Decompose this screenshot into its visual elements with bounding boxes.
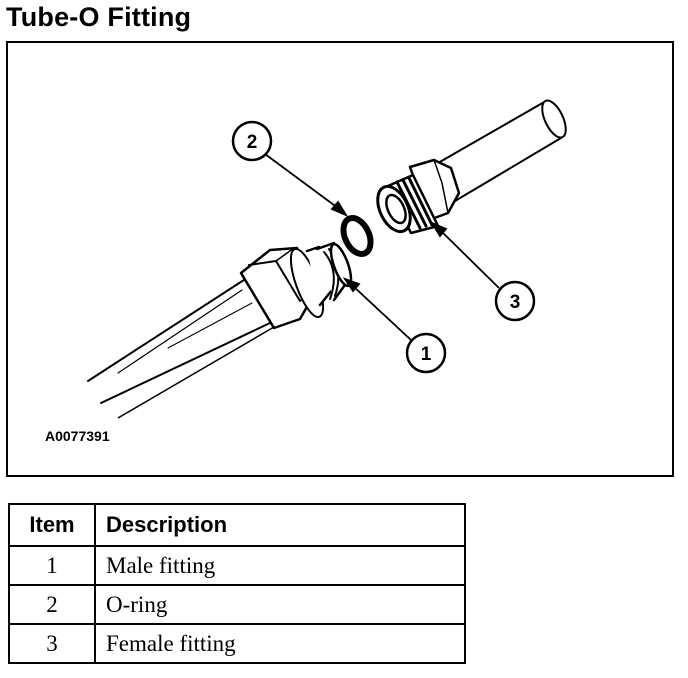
table-row: 3 Female fitting (8, 623, 466, 664)
column-header-description: Description (94, 503, 466, 547)
o-ring (340, 215, 374, 257)
svg-text:2: 2 (247, 132, 258, 153)
callout-3: 3 (494, 280, 536, 322)
male-fitting (87, 241, 353, 404)
table-header-row: Item Description (8, 503, 466, 547)
table-row: 2 O-ring (8, 584, 466, 625)
table-row: 1 Male fitting (8, 545, 466, 586)
legend-table: Item Description 1 Male fitting 2 O-ring… (8, 503, 466, 664)
column-header-item: Item (8, 503, 96, 547)
female-fitting (376, 99, 567, 235)
figure-id: A0077391 (45, 428, 110, 444)
svg-text:3: 3 (510, 292, 521, 313)
callout-leaders (117, 153, 500, 419)
table-cell-item: 3 (8, 623, 96, 664)
fitting-illustration: 2 1 3 (87, 99, 567, 419)
table-cell-item: 1 (8, 545, 96, 586)
table-cell-description: O-ring (94, 584, 466, 625)
callout-1: 1 (405, 332, 447, 374)
figure-frame: 2 1 3 A0077391 (6, 41, 674, 477)
table-cell-description: Male fitting (94, 545, 466, 586)
table-cell-description: Female fitting (94, 623, 466, 664)
page-title: Tube-O Fitting (6, 2, 192, 32)
callout-2: 2 (231, 120, 273, 162)
table-cell-item: 2 (8, 584, 96, 625)
svg-text:1: 1 (421, 344, 432, 365)
